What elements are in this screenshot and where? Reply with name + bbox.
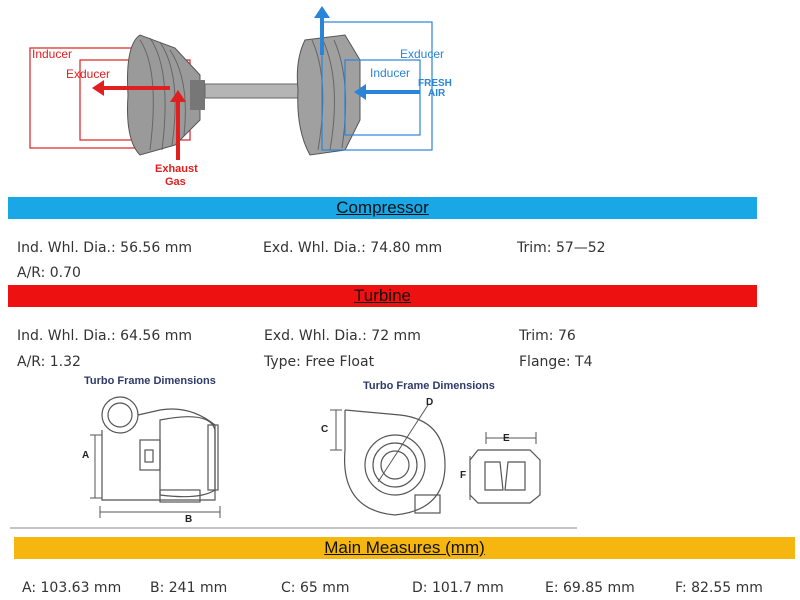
compressor-exducer-box (321, 21, 433, 151)
turbine-wheel (127, 34, 205, 156)
frame-dimensions-title-right: Turbo Frame Dimensions (363, 380, 495, 392)
frame-dimensions-diagram: Turbo Frame Dimensions Turbo Frame Dimen… (10, 375, 577, 529)
exhaust-arrows (92, 80, 186, 160)
measure-e: E: 69.85 mm (545, 580, 635, 596)
dimension-letter-c: C (321, 424, 328, 435)
rotor-assembly-diagram: Inducer Exducer Exhaust Gas Exducer Indu… (29, 6, 452, 188)
shaft (204, 83, 306, 99)
dimension-letter-f: F (460, 470, 466, 481)
exhaust-label-line2: Gas (165, 176, 186, 188)
exhaust-label-line1: Exhaust (155, 163, 198, 175)
turbo-side-view-sketch: A B (82, 396, 221, 525)
turbo-front-view-sketch: C D E F (321, 397, 541, 516)
dimension-letter-b: B (185, 514, 192, 525)
turbine-exducer-label: Exducer (66, 67, 110, 81)
fresh-air-label-line2: AIR (428, 88, 446, 99)
compressor-wheel (296, 34, 361, 156)
compressor-exducer-label: Exducer (400, 47, 444, 61)
fresh-air-arrows (314, 6, 420, 100)
compressor-exd-whl-dia: Exd. Whl. Dia.: 74.80 mm (263, 240, 443, 256)
measure-f: F: 82.55 mm (675, 580, 763, 596)
compressor-ar: A/R: 0.70 (17, 265, 81, 281)
turbine-inducer-label: Inducer (32, 47, 72, 61)
main-measures-header-bar: Main Measures (mm) (14, 537, 795, 559)
frame-dimensions-title-left: Turbo Frame Dimensions (84, 375, 216, 387)
compressor-inducer-label: Inducer (370, 66, 410, 80)
turbine-header-bar: Turbine (8, 285, 757, 307)
compressor-header-bar: Compressor (8, 197, 757, 219)
dimension-letter-d: D (426, 397, 433, 408)
compressor-ind-whl-dia: Ind. Whl. Dia.: 56.56 mm (17, 240, 192, 256)
measure-d: D: 101.7 mm (412, 580, 504, 596)
turbine-type: Type: Free Float (264, 354, 375, 370)
measure-c: C: 65 mm (281, 580, 350, 596)
turbine-exd-whl-dia: Exd. Whl. Dia.: 72 mm (264, 328, 421, 344)
turbine-ar: A/R: 1.32 (17, 354, 81, 370)
compressor-inducer-box (344, 59, 421, 136)
measure-b: B: 241 mm (150, 580, 228, 596)
dimension-letter-e: E (503, 433, 510, 444)
compressor-trim: Trim: 57—52 (517, 240, 606, 256)
turbine-flange: Flange: T4 (519, 354, 593, 370)
turbine-trim: Trim: 76 (519, 328, 576, 344)
fresh-air-label-line1: FRESH (418, 78, 452, 89)
dimension-letter-a: A (82, 450, 89, 461)
main-measures-title: Main Measures (mm) (324, 538, 485, 557)
measure-a: A: 103.63 mm (22, 580, 122, 596)
turbine-ind-whl-dia: Ind. Whl. Dia.: 64.56 mm (17, 328, 192, 344)
turbine-title: Turbine (353, 286, 411, 305)
compressor-title: Compressor (336, 198, 429, 217)
